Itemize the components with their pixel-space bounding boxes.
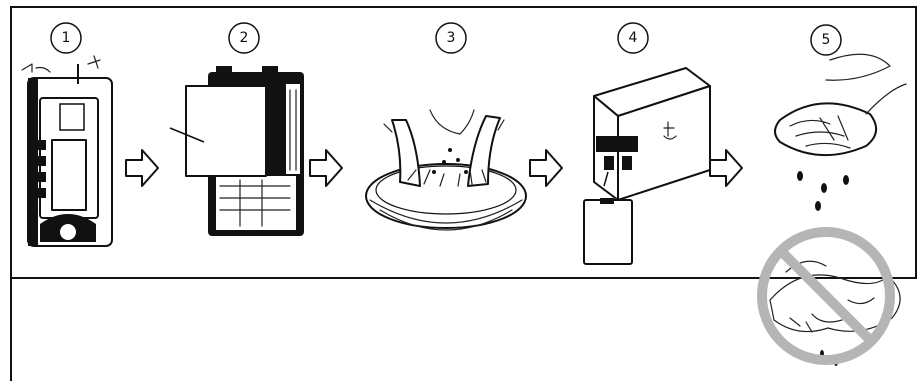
step-number-1-label: 1 — [62, 30, 71, 46]
step-number-4-label: 4 — [629, 30, 638, 46]
step-number-1: 1 — [51, 23, 81, 53]
step-number-2: 2 — [229, 23, 259, 53]
device-open-icon — [22, 56, 112, 246]
step-number-3-label: 3 — [447, 30, 456, 46]
step-number-5-label: 5 — [822, 32, 831, 48]
step-number-2-label: 2 — [240, 30, 249, 46]
step-number-3: 3 — [436, 23, 466, 53]
step-number-5: 5 — [811, 25, 841, 55]
step-number-4: 4 — [618, 23, 648, 53]
